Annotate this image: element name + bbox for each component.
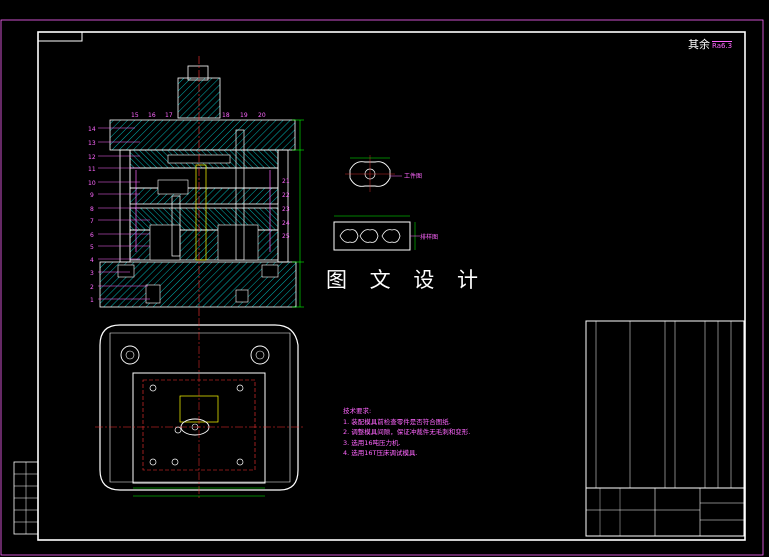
roughness-prefix: 其余 [688,38,710,51]
front-section-view [99,56,304,318]
part-number-left: 2 [90,284,94,291]
part-number-left: 5 [90,244,94,251]
part-number-top: 16 [148,112,156,119]
workpiece-view [345,155,402,192]
part-numbers-top: 15 16 17 18 19 20 [131,112,266,119]
part-number-left: 14 [88,126,96,133]
part-number-top: 18 [222,112,230,119]
plan-view [95,318,305,500]
watermark-text: 图 文 设 计 [326,268,487,292]
part-number-top: 19 [240,112,248,119]
workpiece-label: 工件图 [404,172,422,180]
part-number-left: 3 [90,270,94,277]
strip-layout-label: 排样图 [420,233,438,241]
part-number-top: 15 [131,112,139,119]
part-number-left: 12 [88,154,96,161]
part-number-top: 20 [258,112,266,119]
part-numbers-right: 21 22 23 24 25 [282,178,290,240]
part-number-left: 10 [88,180,96,187]
drawing-number-box [37,31,83,42]
part-numbers-left: 14 13 12 11 10 9 8 7 6 5 4 3 2 1 [88,126,96,304]
part-number-top: 17 [165,112,173,119]
technical-requirements: 技术要求: 1. 装配模具前检查零件是否符合图纸. 2. 调整模具间隙，保证冲裁… [343,406,470,459]
tech-note-item: 3. 选用16吨压力机. [343,438,401,447]
part-number-left: 4 [90,257,94,264]
part-number-right: 24 [282,220,290,227]
strip-layout-view [333,215,420,251]
part-number-left: 13 [88,140,96,147]
part-number-left: 9 [90,192,94,199]
sheet-inner-border [37,31,746,541]
part-number-left: 7 [90,218,94,225]
part-number-right: 25 [282,233,290,240]
part-number-right: 21 [282,178,290,185]
tech-note-item: 1. 装配模具前检查零件是否符合图纸. [343,417,451,426]
part-leaders-left [98,127,150,300]
part-number-right: 22 [282,192,290,199]
part-number-left: 6 [90,232,94,239]
tech-notes-heading: 技术要求: [343,407,372,415]
sheet-outer-border [0,19,764,556]
revision-strip [13,461,39,535]
part-number-left: 11 [88,166,96,173]
title-block [585,487,745,537]
tech-note-item: 2. 调整模具间隙，保证冲裁件无毛刺和变形. [343,428,471,436]
roughness-value: Ra6.3 [712,41,733,50]
part-number-left: 8 [90,206,94,213]
part-number-right: 23 [282,206,290,213]
part-number-left: 1 [90,297,94,304]
tech-note-item: 4. 选用16T压床调试模具. [343,449,418,457]
bom-table [585,320,745,489]
